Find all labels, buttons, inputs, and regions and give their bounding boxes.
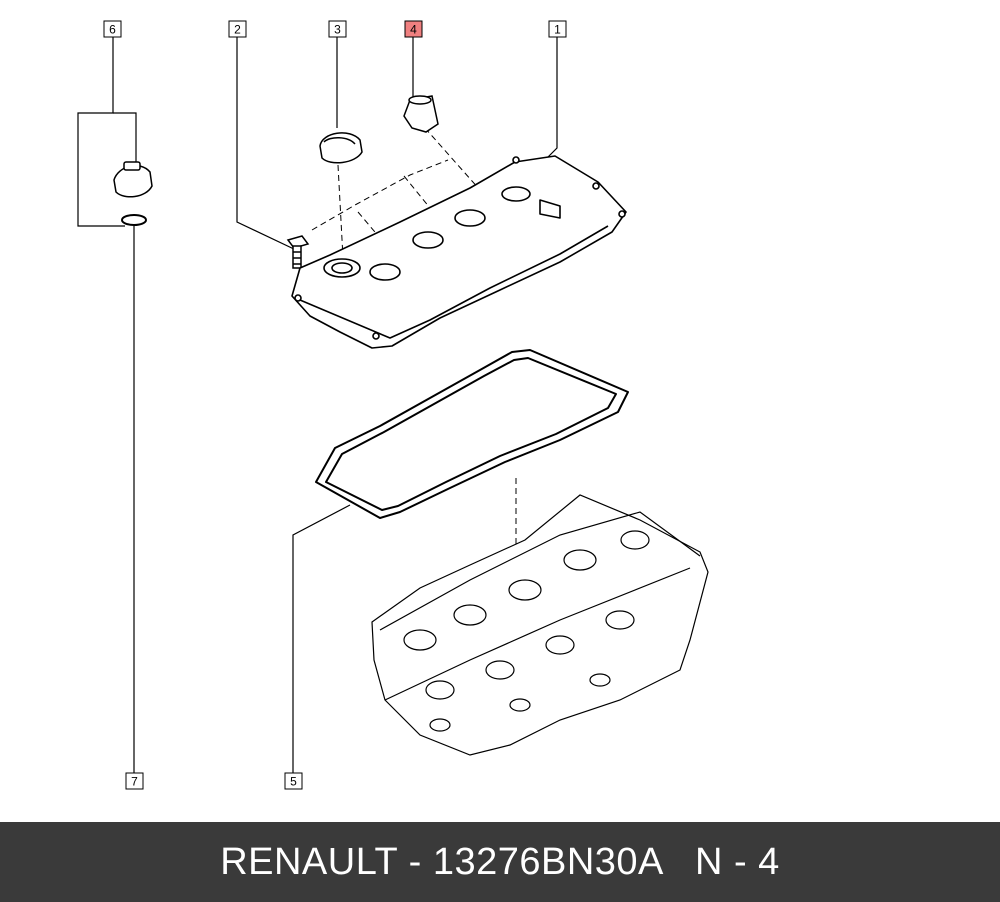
svg-text:6: 6 [109, 23, 116, 37]
callout-4-highlighted: 4 [404, 20, 423, 38]
assembly-dashed-lines [311, 127, 517, 582]
part-number-caption: RENAULT - 13276BN30A N - 4 [220, 840, 780, 883]
svg-text:7: 7 [131, 775, 138, 789]
svg-text:4: 4 [410, 23, 417, 37]
callout-5: 5 [284, 772, 303, 790]
svg-text:5: 5 [290, 775, 297, 789]
bolt-part-2 [286, 235, 310, 269]
oil-filler-cap-part-3 [319, 132, 363, 164]
callout-1: 1 [548, 20, 567, 38]
gasket-part-5 [315, 349, 629, 519]
parts-diagram: 1 2 3 4 5 6 7 [77, 20, 709, 790]
callout-6: 6 [103, 20, 122, 38]
callout-3: 3 [328, 20, 347, 38]
svg-text:1: 1 [554, 23, 561, 37]
leader-lines [77, 36, 558, 773]
footer-bar: RENAULT - 13276BN30A N - 4 [0, 822, 1000, 902]
valve-cover-part-1 [291, 155, 627, 349]
svg-text:2: 2 [234, 23, 241, 37]
o-ring-part-7 [121, 214, 147, 226]
cylinder-head [371, 494, 709, 756]
callout-7: 7 [125, 772, 144, 790]
breather-valve-part-4 [403, 95, 439, 133]
sensor-part-6 [113, 161, 153, 198]
svg-text:3: 3 [334, 23, 341, 37]
callout-2: 2 [228, 20, 247, 38]
